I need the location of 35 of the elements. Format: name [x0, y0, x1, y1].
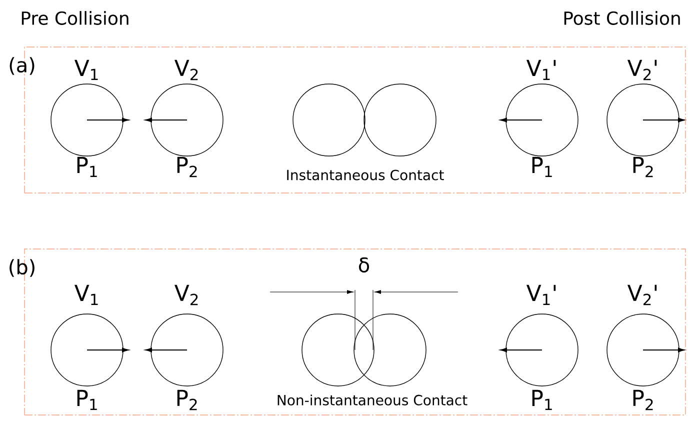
ball: [302, 314, 374, 386]
section-heading: Pre Collision: [19, 10, 131, 26]
position-label: P$_{1}$: [532, 390, 552, 410]
caption: Non-instantaneous Contact: [275, 394, 469, 406]
velocity-label: V$_{1}$': [526, 284, 556, 306]
ball: [506, 314, 578, 386]
velocity-label: V$_{1}$: [74, 284, 98, 306]
caption: Instantaneous Contact: [284, 168, 446, 182]
position-label: P$_{1}$: [77, 156, 97, 178]
position-label: P$_{2}$: [177, 390, 197, 410]
velocity-label: V$_{2}$: [174, 60, 198, 80]
position-label: P$_{2}$: [633, 390, 653, 410]
ball: [606, 314, 680, 386]
ball: [150, 84, 224, 156]
velocity-label: V$_{1}$: [74, 60, 98, 80]
ball: [364, 84, 436, 156]
position-label: P$_{2}$: [633, 156, 653, 178]
ball: [50, 314, 124, 386]
position-label: P$_{1}$: [532, 156, 552, 178]
panel-label: (a): [10, 57, 34, 75]
ball: [150, 314, 224, 386]
velocity-label: V$_{2}$: [174, 284, 198, 306]
ball: [506, 84, 578, 156]
ball: [354, 314, 426, 386]
velocity-label: V$_{2}$': [627, 60, 657, 80]
position-label: P$_{2}$: [177, 156, 197, 178]
position-label: P$_{1}$: [77, 390, 97, 410]
gap-symbol: δ: [356, 256, 372, 274]
ball: [292, 84, 366, 156]
velocity-label: V$_{1}$': [526, 60, 556, 80]
ball: [606, 84, 680, 156]
ball: [50, 84, 124, 156]
section-heading: Post Collision: [562, 10, 682, 26]
velocity-label: V$_{2}$': [627, 284, 657, 306]
panel-label: (b): [10, 259, 34, 277]
